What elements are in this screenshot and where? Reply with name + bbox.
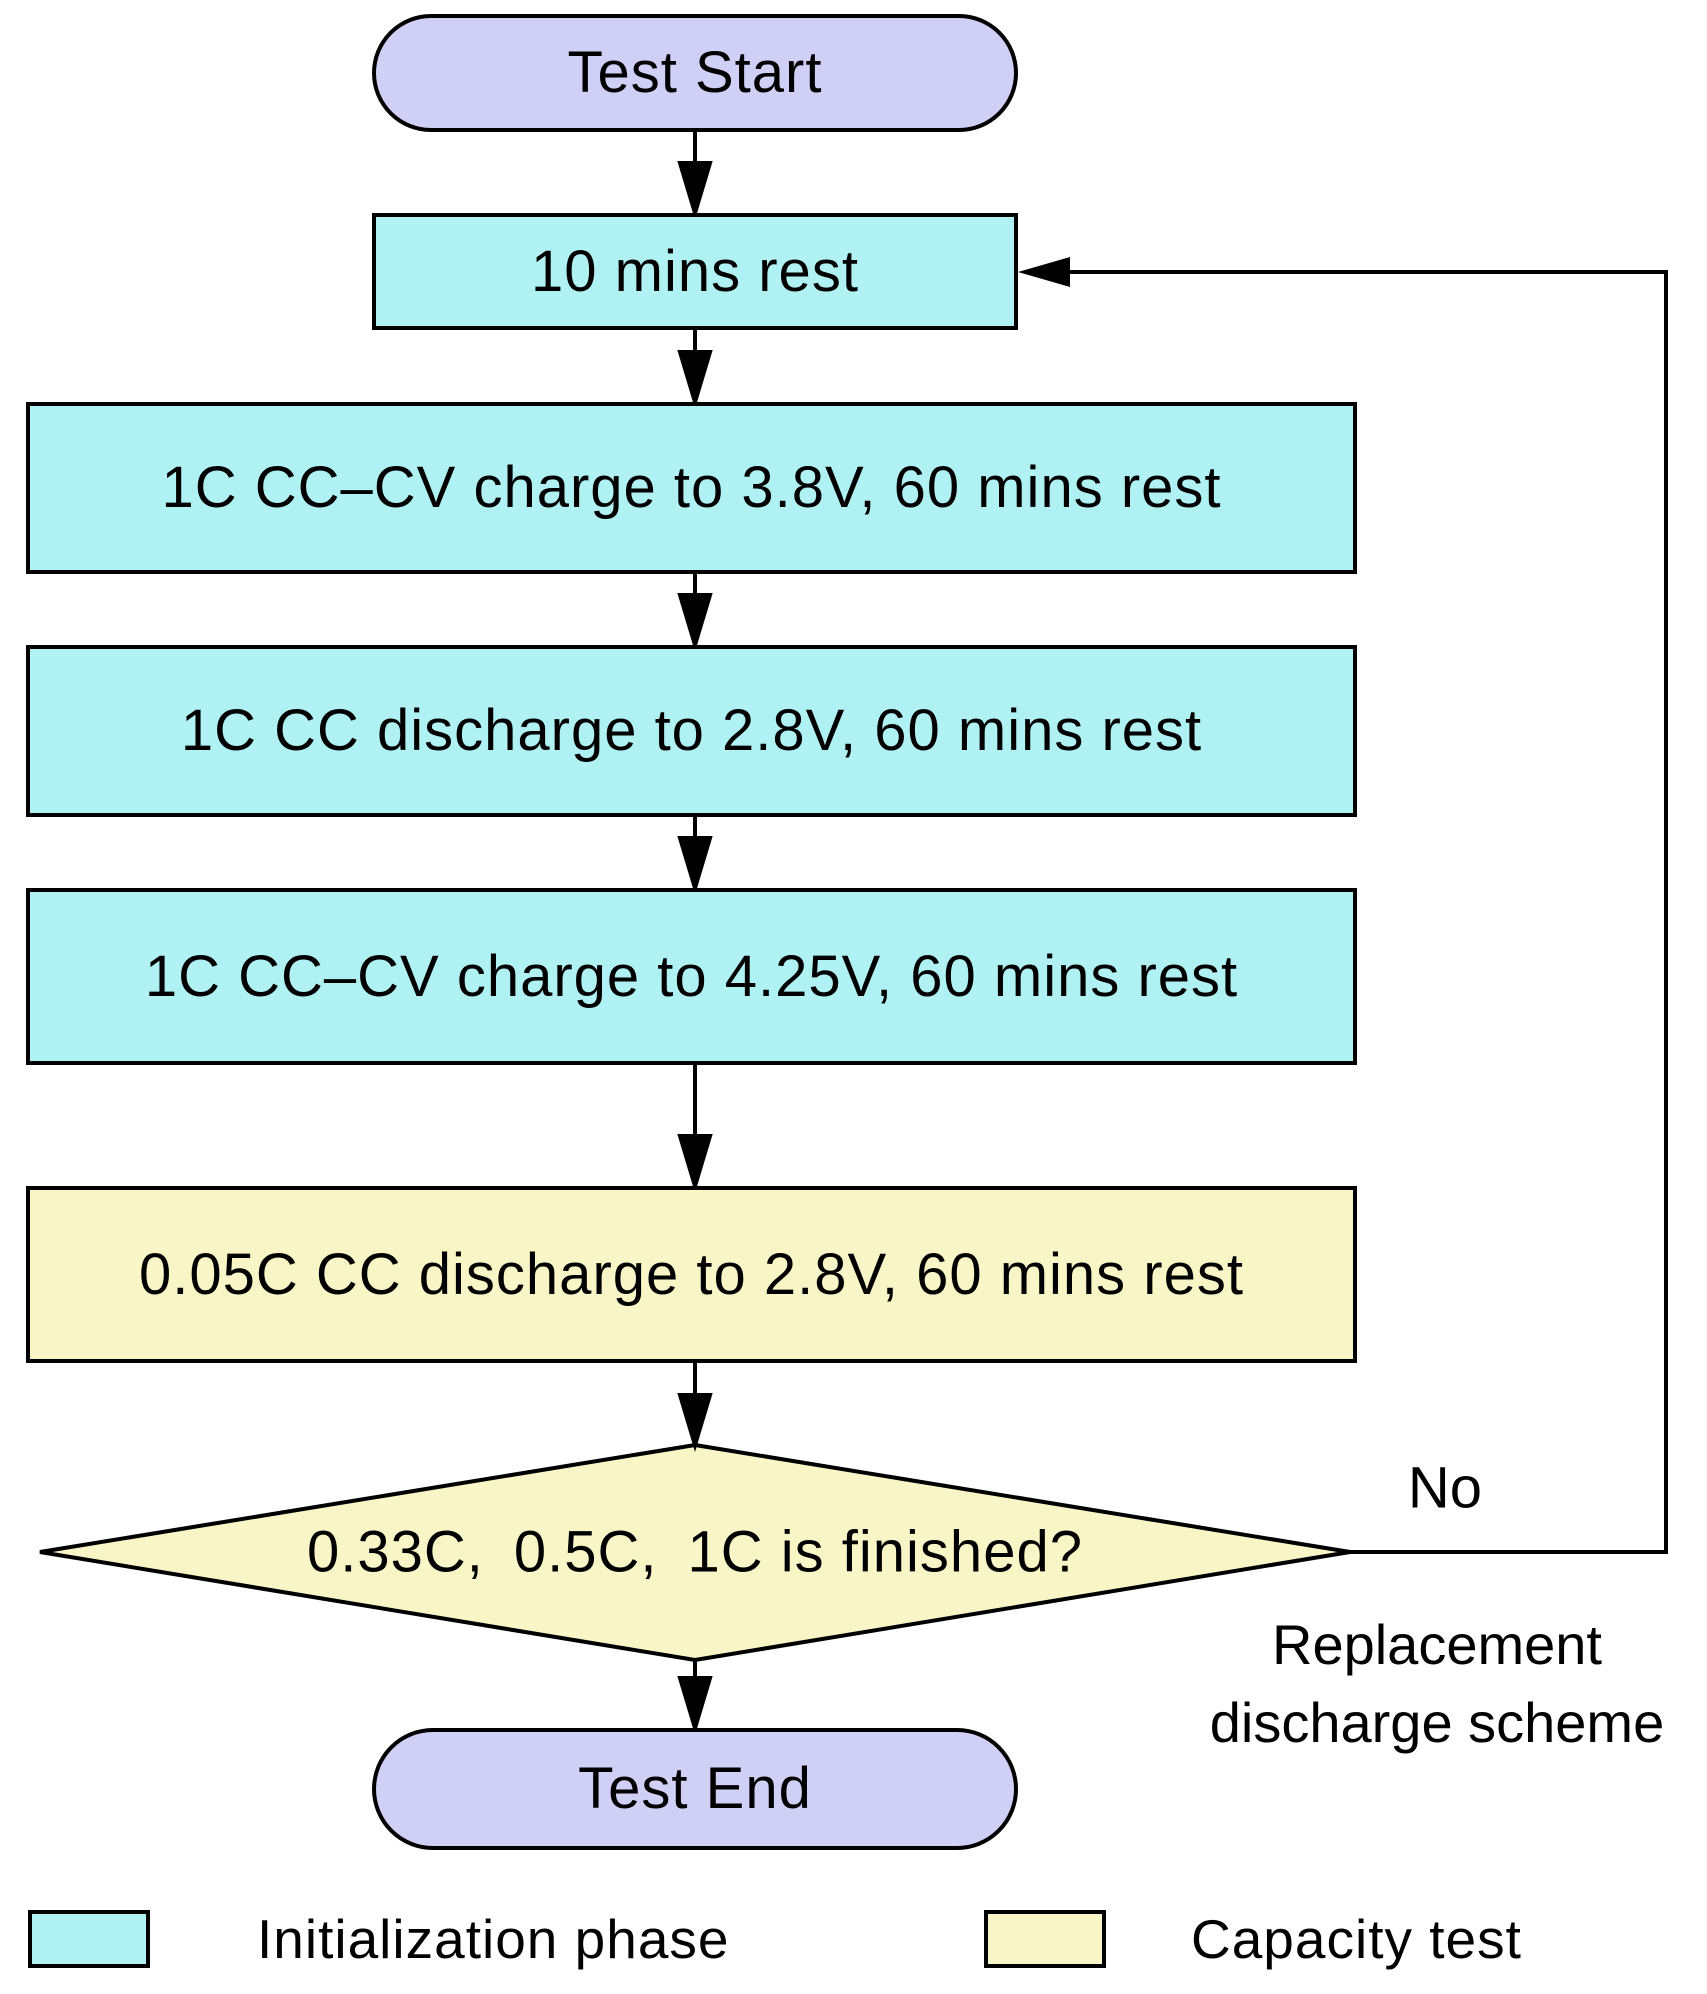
- node-label: 1C CC–CV charge to 3.8V, 60 mins rest: [161, 455, 1222, 521]
- node-label: 10 mins rest: [531, 238, 859, 304]
- arrow-start-to-rest: [677, 132, 713, 220]
- node-label: 1C CC discharge to 2.8V, 60 mins rest: [180, 698, 1203, 764]
- arrow-discharge28-to-charge425: [677, 817, 713, 895]
- legend-swatch-initialization: [28, 1910, 150, 1968]
- arrow-charge38-to-discharge28: [677, 574, 713, 652]
- node-label: Test Start: [567, 40, 823, 106]
- node-charge-3-8v: 1C CC–CV charge to 3.8V, 60 mins rest: [26, 402, 1357, 574]
- node-capacity-discharge: 0.05C CC discharge to 2.8V, 60 mins rest: [26, 1186, 1357, 1363]
- annotation-line: discharge scheme: [1209, 1691, 1665, 1754]
- node-test-end: Test End: [372, 1728, 1018, 1850]
- node-label: Test End: [578, 1756, 812, 1822]
- node-charge-4-25v: 1C CC–CV charge to 4.25V, 60 mins rest: [26, 888, 1357, 1065]
- edge-annotation-replacement-scheme: Replacement discharge scheme: [1210, 1606, 1664, 1762]
- legend-label-initialization: Initialization phase: [257, 1908, 730, 1970]
- arrow-charge425-to-capacity: [677, 1065, 713, 1193]
- legend-swatch-capacity: [984, 1910, 1106, 1968]
- node-label: 0.05C CC discharge to 2.8V, 60 mins rest: [139, 1241, 1244, 1307]
- edge-label-no: No: [1407, 1455, 1483, 1521]
- node-test-start: Test Start: [372, 14, 1018, 132]
- node-label: 1C CC–CV charge to 4.25V, 60 mins rest: [144, 943, 1239, 1009]
- node-discharge-2-8v: 1C CC discharge to 2.8V, 60 mins rest: [26, 645, 1357, 817]
- arrow-rest-to-charge38: [677, 330, 713, 409]
- node-10-mins-rest: 10 mins rest: [372, 213, 1018, 330]
- decision-label: 0.33C, 0.5C, 1C is finished?: [307, 1519, 1083, 1585]
- legend-label-capacity: Capacity test: [1191, 1908, 1522, 1970]
- arrow-decision-to-end: [677, 1660, 713, 1735]
- arrow-capacity-to-decision: [677, 1363, 713, 1452]
- annotation-line: Replacement: [1272, 1613, 1602, 1676]
